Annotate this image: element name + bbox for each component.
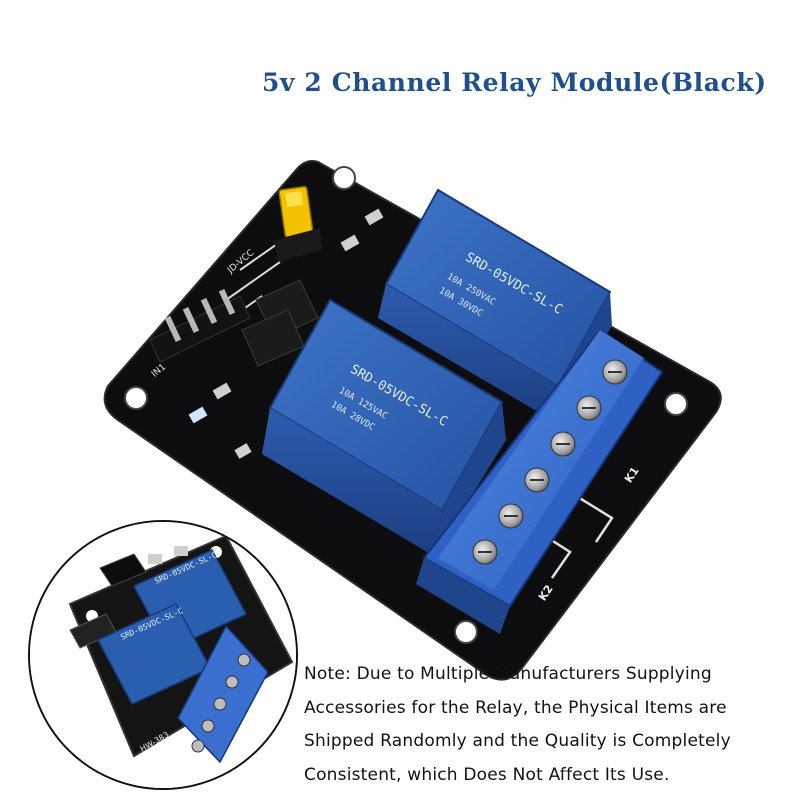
page-title: 5v 2 Channel Relay Module(Black) — [262, 68, 767, 97]
note-line-3: Shipped Randomly and the Quality is Comp… — [304, 731, 731, 751]
alternate-variant-inset: SRD-05VDC-SL-C SRD-05VDC-SL-C HW-383 — [28, 520, 298, 790]
shipping-note: Note: Due to Multiple Manufacturers Supp… — [304, 658, 796, 792]
jumper-cap — [274, 185, 322, 262]
alternate-module-photo: SRD-05VDC-SL-C SRD-05VDC-SL-C HW-383 — [30, 522, 296, 788]
note-line-1: Note: Due to Multiple Manufacturers Supp… — [304, 664, 712, 684]
header-pins — [149, 288, 251, 363]
note-line-2: Accessories for the Relay, the Physical … — [304, 697, 727, 718]
terminal-block — [416, 328, 664, 634]
optocouplers — [241, 279, 319, 367]
relay-k2 — [262, 298, 506, 556]
smd-components — [188, 208, 384, 459]
note-line-4: Consistent, which Does Not Affect Its Us… — [304, 764, 670, 785]
